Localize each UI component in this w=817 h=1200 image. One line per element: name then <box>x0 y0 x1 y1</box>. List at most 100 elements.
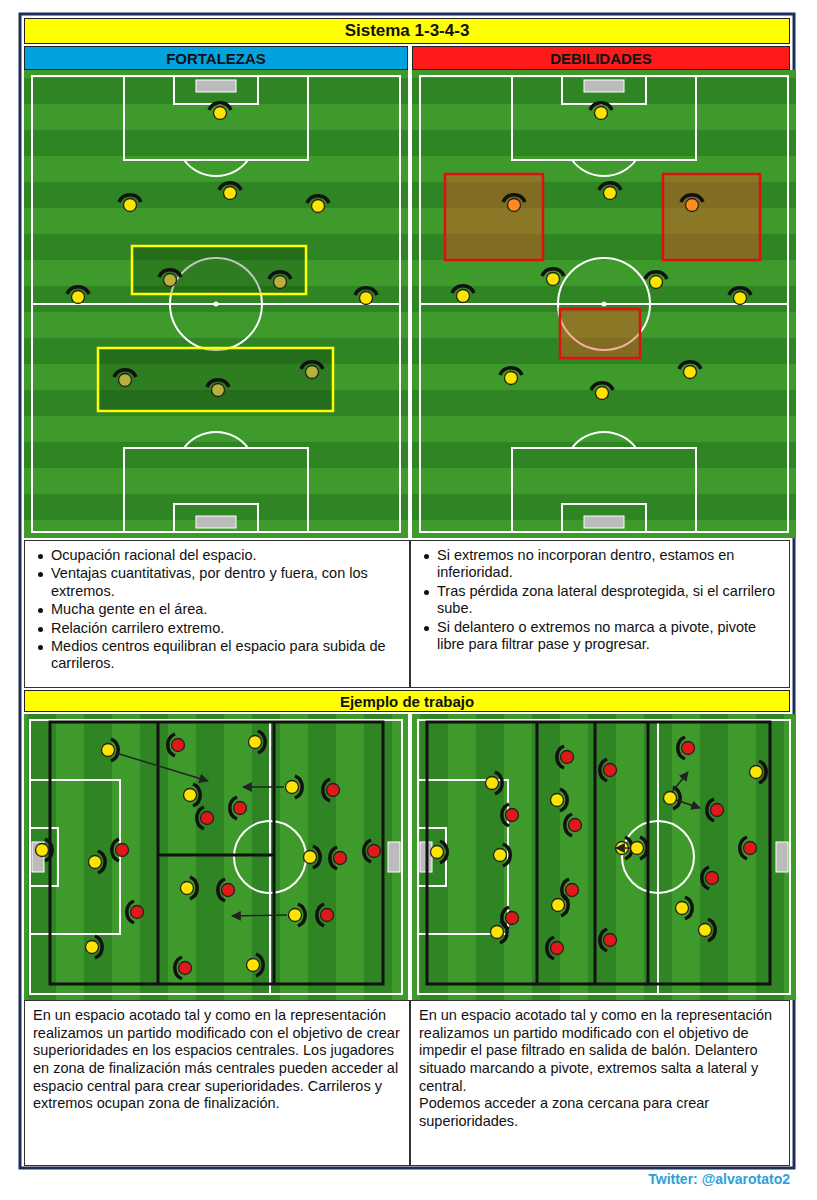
player-marker <box>114 370 136 387</box>
player-marker <box>89 851 106 873</box>
movement-arrow <box>232 915 287 916</box>
highlight-zone <box>663 174 760 260</box>
player-marker <box>702 867 719 889</box>
player-marker <box>679 362 701 379</box>
pitch-grass <box>412 70 796 538</box>
text-box: En un espacio acotado tal y como en la r… <box>410 1000 790 1166</box>
player-marker <box>500 368 522 385</box>
player-marker <box>664 787 681 809</box>
player-marker <box>681 195 703 212</box>
bullet-item: Mucha gente en el área. <box>35 601 401 618</box>
player-marker <box>67 287 89 304</box>
player-marker <box>699 919 716 941</box>
player-marker <box>616 837 633 859</box>
player-marker <box>304 846 321 868</box>
bullet-list: Ocupación racional del espacio.Ventajas … <box>24 540 410 688</box>
player-marker <box>168 734 185 756</box>
player-marker <box>269 272 291 289</box>
title-bar: Sistema 1-3-4-3 <box>24 18 790 44</box>
pitch <box>412 70 796 538</box>
player-marker <box>197 807 214 829</box>
player-marker <box>86 936 103 958</box>
section-header: DEBILIDADES <box>412 46 790 70</box>
highlight-zone <box>560 309 640 358</box>
player-marker <box>317 904 334 926</box>
bullet-list: Si extremos no incorporan dentro, estamo… <box>410 540 790 688</box>
player-marker <box>452 286 474 303</box>
player-marker <box>184 784 201 806</box>
player-marker <box>494 844 511 866</box>
player-marker <box>230 797 247 819</box>
player-marker <box>547 937 564 959</box>
bullet-item: Ocupación racional del espacio. <box>35 547 401 564</box>
player-marker <box>503 195 525 212</box>
player-marker <box>209 103 231 120</box>
player-marker <box>590 103 612 120</box>
player-marker <box>502 804 519 826</box>
player-marker <box>750 761 767 783</box>
player-marker <box>102 739 119 761</box>
player-marker <box>127 901 144 923</box>
player-marker <box>249 731 266 753</box>
player-marker <box>729 288 751 305</box>
player-marker <box>502 907 519 929</box>
player-marker <box>600 759 617 781</box>
pitch-grass <box>412 714 796 1000</box>
player-marker <box>355 288 377 305</box>
player-marker <box>289 904 306 926</box>
drill-grid <box>50 722 383 984</box>
highlight-zone <box>445 174 543 260</box>
player-marker <box>119 195 141 212</box>
player-marker <box>542 269 564 286</box>
player-marker <box>175 957 192 979</box>
player-marker <box>565 814 582 836</box>
pitch-grass <box>24 714 408 1000</box>
player-marker <box>600 929 617 951</box>
paragraph: Podemos acceder a zona cercana para crea… <box>419 1095 781 1130</box>
player-marker <box>112 839 129 861</box>
player-marker <box>307 196 329 213</box>
player-marker <box>678 737 695 759</box>
player-marker <box>301 362 323 379</box>
player-marker <box>431 841 448 863</box>
bullet-item: Tras pérdida zona lateral desprotegida, … <box>421 583 781 618</box>
player-marker <box>218 879 235 901</box>
player-marker <box>247 954 264 976</box>
player-marker <box>330 847 347 869</box>
player-marker <box>181 877 198 899</box>
section-header: FORTALEZAS <box>24 46 408 70</box>
pitch-grass <box>24 70 408 538</box>
credit-label: Twitter: @alvarotato2 <box>648 1171 790 1187</box>
player-marker <box>159 270 181 287</box>
player-marker <box>207 380 229 397</box>
player-marker <box>486 772 503 794</box>
player-marker <box>219 183 241 200</box>
player-marker <box>551 789 568 811</box>
pitch <box>24 714 408 1000</box>
player-marker <box>286 776 303 798</box>
player-marker <box>562 879 579 901</box>
player-marker <box>707 799 724 821</box>
player-marker <box>36 839 53 861</box>
player-marker <box>676 897 693 919</box>
player-marker <box>740 837 757 859</box>
pitch <box>412 714 796 1000</box>
section-header: Ejemplo de trabajo <box>24 690 790 712</box>
text-box: En un espacio acotado tal y como en la r… <box>24 1000 410 1166</box>
highlight-zone <box>132 246 306 294</box>
movement-arrow <box>116 753 208 781</box>
bullet-item: Ventajas cuantitativas, por dentro y fue… <box>35 565 401 600</box>
pitch-lines <box>30 720 402 994</box>
pitch-lines <box>418 720 790 994</box>
player-marker <box>631 837 648 859</box>
player-marker <box>557 746 574 768</box>
pitch-lines <box>32 76 400 532</box>
header-text: FORTALEZAS <box>166 50 266 67</box>
player-marker <box>591 383 613 400</box>
header-text: Ejemplo de trabajo <box>340 693 474 710</box>
player-marker <box>599 183 621 200</box>
player-marker <box>645 272 667 289</box>
drill-grid <box>427 722 770 984</box>
player-marker <box>323 779 340 801</box>
